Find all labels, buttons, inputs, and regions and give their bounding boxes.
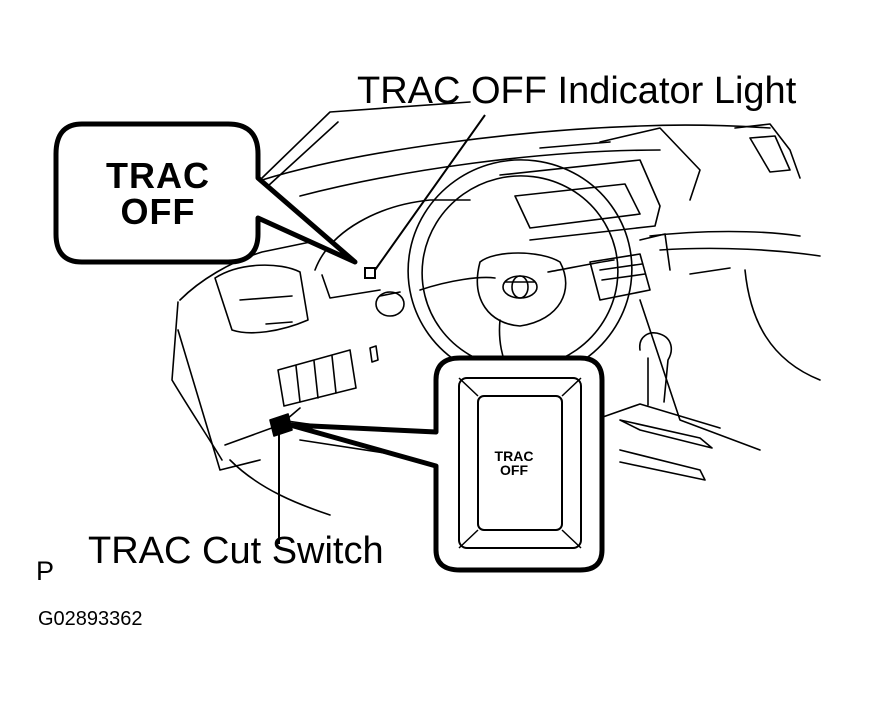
cluster-hood-2	[321, 274, 381, 299]
switch-callout-line2: OFF	[500, 462, 528, 478]
center-top-panel	[499, 159, 661, 241]
dash-top-line-2	[299, 149, 661, 197]
right-glovebox	[744, 269, 821, 381]
windshield-line-2	[267, 121, 339, 187]
center-panel-line	[539, 141, 611, 149]
right-dash-2	[659, 247, 821, 257]
switch-callout-edge	[289, 424, 437, 467]
right-vent-2	[689, 267, 731, 275]
center-vent	[589, 253, 651, 301]
switch-panel-div-3	[331, 355, 337, 394]
switch-callout-text: TRAC OFF	[480, 449, 548, 477]
right-pillar	[734, 123, 801, 179]
steering-wheel-inner	[421, 175, 619, 369]
steering-hub	[476, 252, 567, 327]
column-stalk	[375, 291, 405, 317]
trac-switch-location	[269, 413, 293, 437]
windshield-line	[261, 101, 471, 179]
steering-emblem	[502, 275, 538, 299]
steering-spoke-right	[547, 259, 615, 273]
center-panel-line-2	[599, 127, 701, 201]
view-letter-label: P	[36, 556, 55, 586]
console-side	[639, 299, 761, 451]
left-dash-lower	[171, 301, 223, 461]
switch-panel	[277, 349, 357, 407]
shift-boot	[599, 403, 721, 429]
indicator-leader-line	[374, 114, 486, 271]
left-vent	[214, 264, 309, 334]
center-vent-line	[599, 263, 643, 271]
radio-panel	[639, 233, 671, 271]
steering-spoke-left	[419, 276, 496, 291]
dash-top-line	[261, 124, 771, 181]
switch-panel-div-1	[295, 365, 301, 403]
switch-callout-line1: TRAC	[494, 448, 534, 464]
switch-button-bevel	[458, 377, 582, 549]
indicator-callout-text: TRAC OFF	[90, 158, 226, 230]
left-vent-slot	[265, 321, 293, 325]
right-dash	[649, 230, 801, 237]
left-door-line	[177, 329, 261, 471]
steering-emblem-inner	[511, 275, 529, 299]
shift-gate	[619, 419, 713, 449]
cluster-hood	[314, 199, 471, 271]
left-vent-inner	[239, 295, 293, 301]
indicator-callout-line2: OFF	[120, 191, 196, 232]
center-vent-line-2	[601, 273, 646, 281]
indicator-callout-line1: TRAC	[106, 155, 210, 196]
console-tray	[619, 449, 706, 481]
switch-panel-div-2	[313, 360, 319, 399]
figure-code-label: G02893362	[38, 608, 143, 630]
indicator-light-label: TRAC OFF Indicator Light	[357, 70, 797, 112]
center-screen	[514, 183, 641, 229]
indicator-callout-bubble	[53, 121, 358, 265]
indicator-square	[364, 267, 376, 279]
right-vent	[749, 135, 791, 173]
switch-button-face	[477, 395, 563, 531]
cut-switch-label: TRAC Cut Switch	[88, 530, 384, 572]
left-dash-outline	[179, 239, 321, 301]
shift-knob	[639, 332, 673, 403]
column-stalk-2	[379, 291, 401, 297]
switch-panel-small	[369, 345, 379, 363]
